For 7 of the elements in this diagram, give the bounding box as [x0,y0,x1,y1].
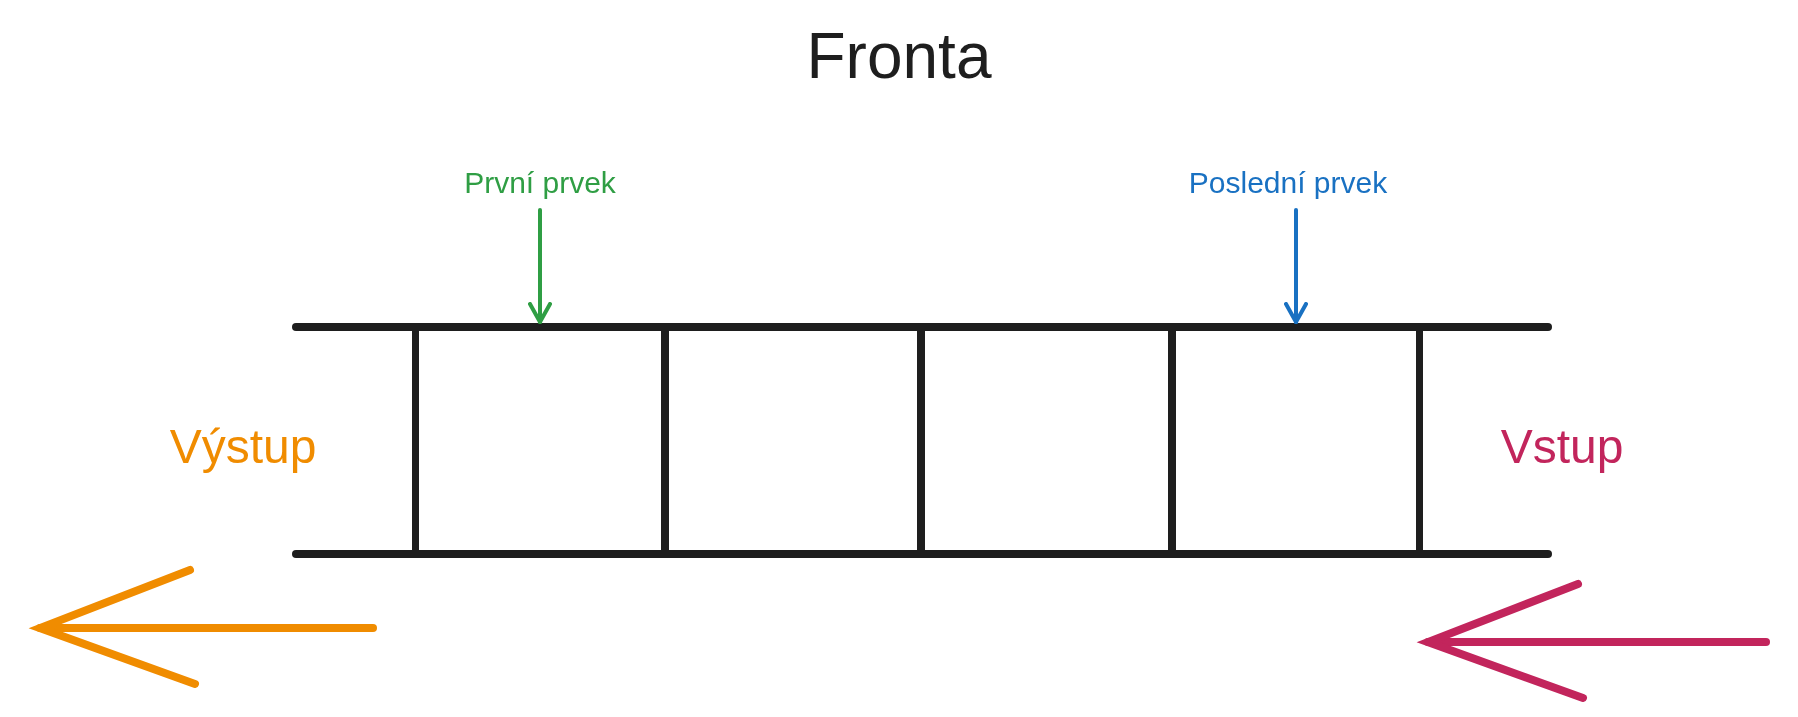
side-label: Výstup [169,419,317,475]
pointer-label: Poslední prvek [1168,158,1408,206]
arrow [1284,208,1308,324]
side-label: Vstup [1500,419,1624,475]
title: Fronta [805,19,993,94]
pointer-label: První prvek [440,158,640,206]
arrow [528,208,552,324]
